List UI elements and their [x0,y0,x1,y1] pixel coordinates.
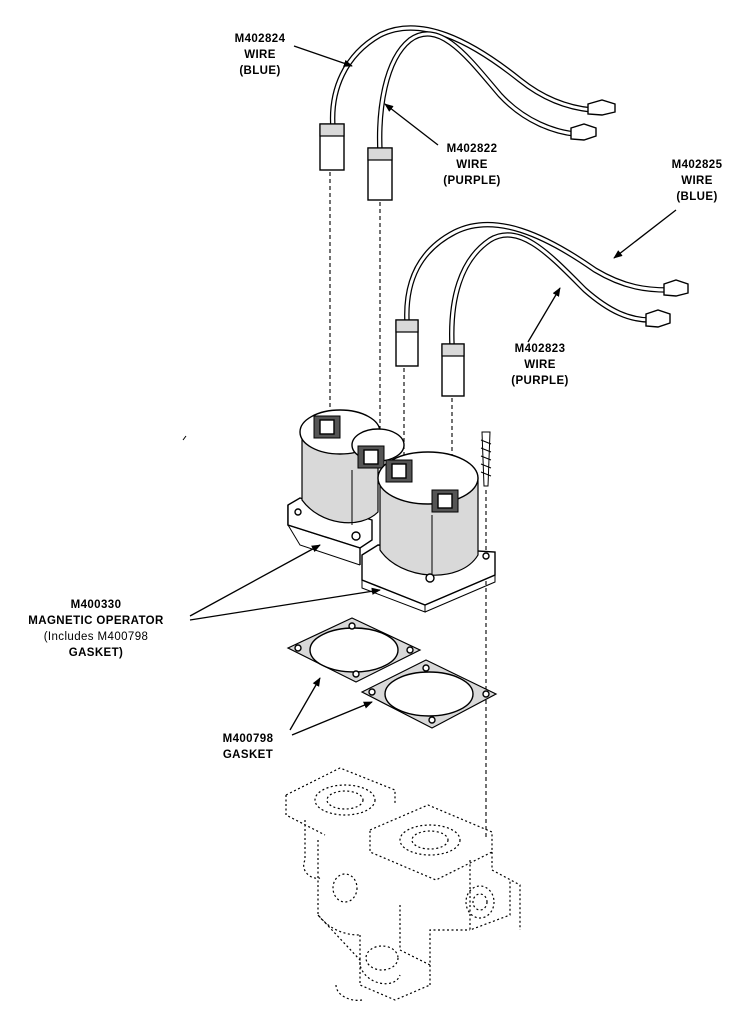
label-wire-m402825: M402825 WIRE (BLUE) [672,159,723,203]
part-number: M402823 [515,343,566,355]
part-kind: WIRE [456,159,488,171]
mounting-screw [480,431,492,840]
part-number: M402825 [672,159,723,171]
part-note: (Includes M400798 [44,631,149,643]
part-kind: WIRE [244,49,276,61]
part-color: (BLUE) [676,191,717,203]
part-number: M402824 [235,33,286,45]
part-description: MAGNETIC OPERATOR [28,615,164,627]
part-number: M400330 [71,599,122,611]
part-color: (PURPLE) [443,175,501,187]
magnetic-operator-right [361,451,496,613]
part-color: (PURPLE) [511,375,569,387]
label-wire-m402824: M402824 WIRE (BLUE) [235,33,286,77]
label-gasket: M400798 GASKET [223,733,274,761]
part-kind: WIRE [524,359,556,371]
part-kind: WIRE [681,175,713,187]
gasket-right [360,659,498,729]
part-color: (BLUE) [239,65,280,77]
valve-body-phantom [285,767,521,1001]
part-kind: GASKET [223,749,273,761]
part-note: GASKET) [69,647,124,659]
part-number: M402822 [447,143,498,155]
callout-arrows [189,45,677,736]
label-wire-m402823: M402823 WIRE (PURPLE) [511,343,569,387]
label-magnetic-operator: M400330 MAGNETIC OPERATOR (Includes M400… [28,599,164,659]
magnetic-operator-left [287,409,405,566]
part-number: M400798 [223,733,274,745]
upper-wire-assembly [319,25,616,448]
gasket-left [286,617,422,683]
label-wire-m402822: M402822 WIRE (PURPLE) [443,143,501,187]
stray-mark [182,435,187,441]
lower-wire-assembly [395,221,689,488]
